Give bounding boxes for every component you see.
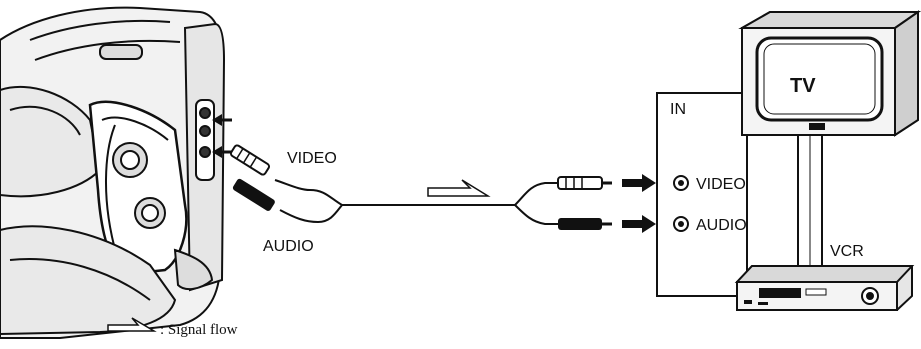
plug-audio-tv: [558, 218, 612, 230]
signal-flow-arrow: [427, 179, 491, 197]
input-panel: IN VIDEO AUDIO: [656, 92, 748, 297]
tv-illustration: [738, 10, 921, 286]
plug-audio: [232, 178, 275, 211]
jack-video: [673, 175, 689, 191]
camcorder-illustration: [0, 6, 226, 339]
in-label: IN: [670, 101, 686, 118]
tv-audio-label: AUDIO: [696, 217, 747, 234]
camera-audio-label: AUDIO: [263, 238, 314, 255]
insert-arrows-camera: [212, 114, 232, 158]
tv-video-label: VIDEO: [696, 176, 746, 193]
tv-label: TV: [790, 75, 816, 97]
plug-video: [229, 144, 271, 176]
jack-audio: [673, 216, 689, 232]
cable: [274, 179, 560, 225]
insert-arrows-tv: [622, 174, 656, 233]
legend-text: : Signal flow: [160, 322, 238, 338]
plug-video-tv: [557, 176, 612, 190]
camera-video-label: VIDEO: [287, 150, 337, 167]
legend: : Signal flow: [107, 317, 238, 338]
vcr-illustration: [734, 265, 915, 311]
vcr-label: VCR: [830, 243, 864, 260]
legend-signal-arrow-icon: [107, 317, 157, 332]
